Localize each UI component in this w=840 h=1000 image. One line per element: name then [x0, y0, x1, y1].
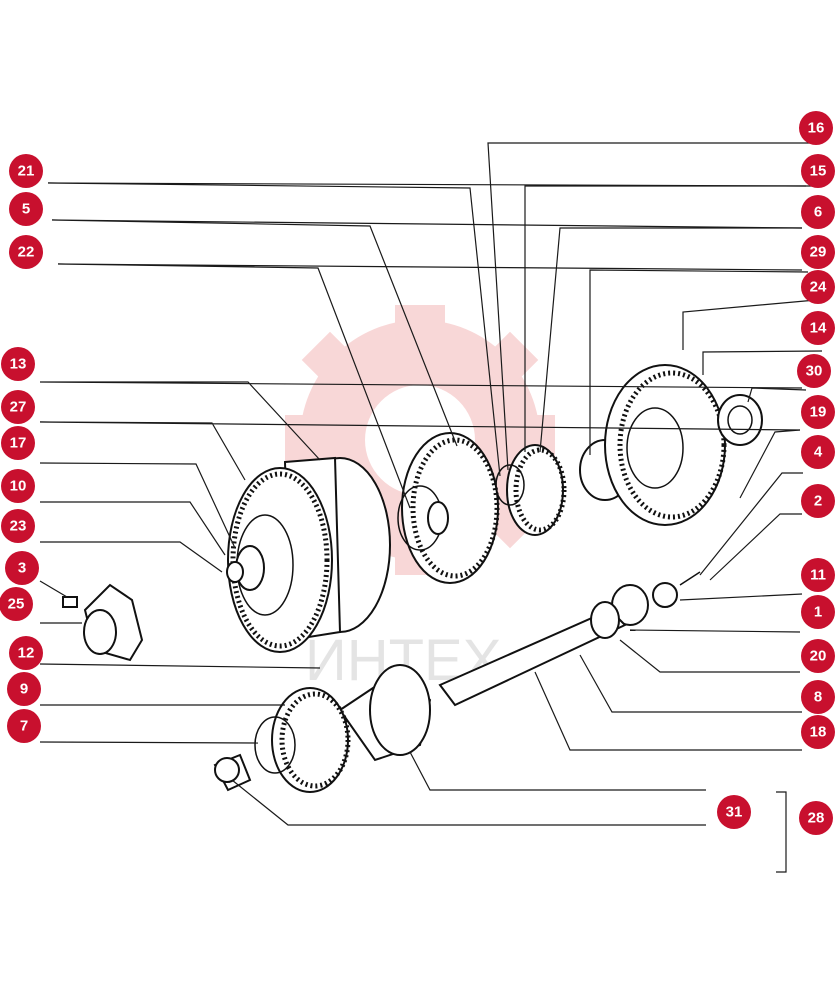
callout-7[interactable]: 7 [7, 709, 41, 743]
callout-15[interactable]: 15 [801, 154, 835, 188]
svg-text:1: 1 [814, 604, 822, 621]
callout-10[interactable]: 10 [1, 469, 35, 503]
part-drawings [62, 364, 763, 793]
callout-20[interactable]: 20 [801, 639, 835, 673]
callout-23[interactable]: 23 [1, 509, 35, 543]
svg-text:28: 28 [808, 810, 825, 827]
svg-text:3: 3 [18, 560, 26, 577]
callout-6[interactable]: 6 [801, 195, 835, 229]
callouts: 16 21 15 5 6 22 29 24 14 13 30 27 19 17 … [0, 111, 835, 835]
svg-text:14: 14 [810, 320, 827, 337]
svg-text:18: 18 [810, 724, 827, 741]
svg-text:21: 21 [18, 163, 35, 180]
callout-2[interactable]: 2 [801, 484, 835, 518]
callout-27[interactable]: 27 [1, 390, 35, 424]
svg-text:31: 31 [726, 804, 743, 821]
callout-30[interactable]: 30 [797, 354, 831, 388]
svg-text:10: 10 [10, 478, 27, 495]
svg-text:22: 22 [18, 244, 35, 261]
callout-3[interactable]: 3 [5, 551, 39, 585]
svg-text:23: 23 [10, 518, 27, 535]
callout-4[interactable]: 4 [801, 435, 835, 469]
svg-text:4: 4 [814, 444, 823, 461]
svg-text:5: 5 [22, 201, 30, 218]
callout-22[interactable]: 22 [9, 235, 43, 269]
svg-text:24: 24 [810, 279, 827, 296]
svg-text:27: 27 [10, 399, 27, 416]
callout-9[interactable]: 9 [7, 672, 41, 706]
callout-25[interactable]: 25 [0, 587, 33, 621]
callout-19[interactable]: 19 [801, 395, 835, 429]
svg-text:7: 7 [20, 718, 28, 735]
callout-21[interactable]: 21 [9, 154, 43, 188]
callout-16[interactable]: 16 [799, 111, 833, 145]
svg-text:12: 12 [18, 645, 35, 662]
svg-text:17: 17 [10, 435, 27, 452]
callout-1[interactable]: 1 [801, 595, 835, 629]
svg-text:11: 11 [810, 567, 826, 584]
leader-lines [39, 142, 823, 873]
callout-13[interactable]: 13 [1, 347, 35, 381]
svg-text:8: 8 [814, 689, 822, 706]
svg-text:6: 6 [814, 204, 822, 221]
svg-text:29: 29 [810, 244, 827, 261]
svg-text:13: 13 [10, 356, 27, 373]
svg-text:15: 15 [810, 163, 827, 180]
callout-12[interactable]: 12 [9, 636, 43, 670]
callout-14[interactable]: 14 [801, 311, 835, 345]
svg-text:16: 16 [808, 120, 825, 137]
callout-5[interactable]: 5 [9, 192, 43, 226]
callout-11[interactable]: 11 [801, 558, 835, 592]
callout-29[interactable]: 29 [801, 235, 835, 269]
callout-8[interactable]: 8 [801, 680, 835, 714]
svg-text:9: 9 [20, 681, 28, 698]
svg-text:20: 20 [810, 648, 827, 665]
svg-text:30: 30 [806, 363, 823, 380]
svg-text:19: 19 [810, 404, 827, 421]
callout-17[interactable]: 17 [1, 426, 35, 460]
callout-18[interactable]: 18 [801, 715, 835, 749]
callout-31[interactable]: 31 [717, 795, 751, 829]
svg-text:2: 2 [814, 493, 822, 510]
callout-24[interactable]: 24 [801, 270, 835, 304]
svg-text:25: 25 [8, 596, 25, 613]
callout-28[interactable]: 28 [799, 801, 833, 835]
